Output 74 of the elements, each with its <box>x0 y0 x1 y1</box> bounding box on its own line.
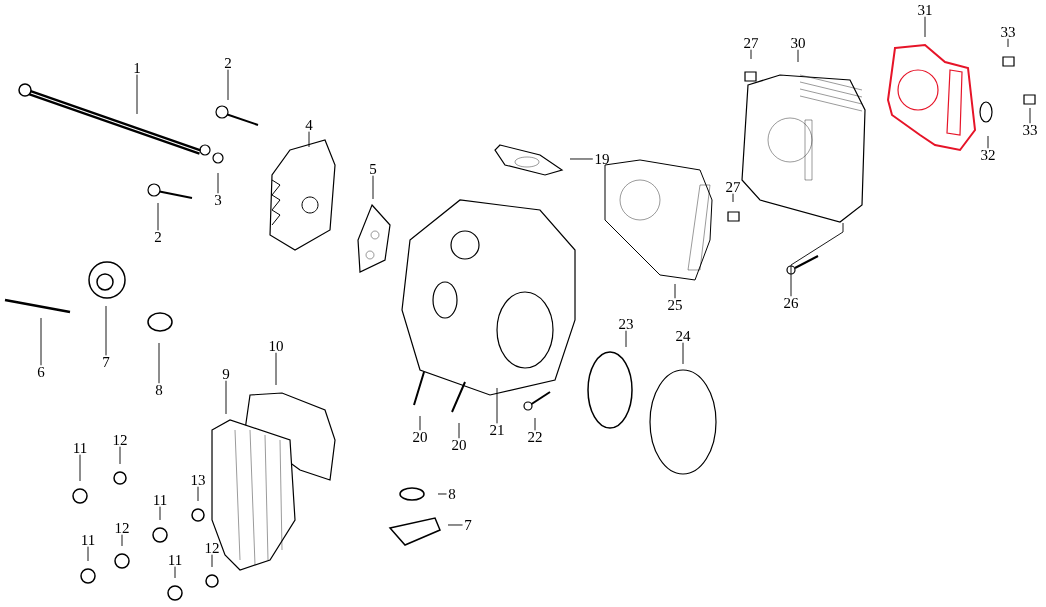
leader-line <box>447 524 463 526</box>
leader-line <box>1007 38 1009 48</box>
leader-line <box>682 342 684 365</box>
callout-number: 31 <box>918 4 932 16</box>
callout-number: 11 <box>74 443 87 453</box>
callout-number: 2 <box>224 58 231 68</box>
leader-line <box>750 49 752 60</box>
callout-number: 10 <box>269 340 283 352</box>
leader-line <box>121 534 123 547</box>
leader-line <box>105 305 107 356</box>
callout-number: 7 <box>465 520 472 530</box>
callout-number: 19 <box>595 153 609 165</box>
callout-number: 5 <box>370 164 377 174</box>
callout-number: 8 <box>155 384 163 396</box>
leader-line <box>732 193 734 203</box>
leader-line <box>159 506 161 521</box>
callout-number: 1 <box>134 63 140 73</box>
leader-line <box>174 566 176 579</box>
leader-line <box>534 417 536 431</box>
callout-number: 25 <box>668 299 682 311</box>
callout-number: 12 <box>113 435 127 445</box>
callout-number: 27 <box>744 38 759 48</box>
callout-number: 24 <box>676 331 691 341</box>
leader-line <box>79 454 81 482</box>
callout-number: 12 <box>205 543 219 553</box>
leader-line <box>419 415 421 431</box>
leader-line <box>197 486 199 502</box>
leader-line <box>158 342 160 384</box>
callout-number: 11 <box>169 555 182 565</box>
callout-number: 12 <box>115 523 129 533</box>
callout-number: 11 <box>82 535 95 545</box>
leader-line <box>225 380 227 415</box>
leader-line <box>40 317 42 366</box>
callout-number: 21 <box>490 425 504 435</box>
callout-number: 2 <box>154 232 161 242</box>
leader-line <box>437 493 447 495</box>
leader-line <box>308 131 310 148</box>
leader-line <box>569 158 594 160</box>
callout-number: 26 <box>784 297 799 309</box>
callout-number: 27 <box>726 182 741 192</box>
callout-number: 13 <box>191 474 205 486</box>
leader-line <box>119 446 121 465</box>
leader-line <box>496 387 498 424</box>
leader-line <box>625 330 627 348</box>
callout-number: 6 <box>37 366 45 378</box>
leader-line <box>136 74 138 115</box>
leader-line <box>674 283 676 299</box>
leader-line <box>790 222 844 297</box>
callout-number: 33 <box>1001 26 1015 38</box>
leader-line <box>987 135 989 149</box>
leader-line <box>924 16 926 38</box>
callout-number: 4 <box>305 120 313 130</box>
callout-number: 7 <box>103 357 110 367</box>
leader-line <box>227 69 229 101</box>
callout-number: 33 <box>1023 124 1037 136</box>
leader-line <box>217 172 219 194</box>
leader-line <box>372 175 374 200</box>
callout-number: 23 <box>619 318 633 330</box>
callout-number: 9 <box>222 368 230 380</box>
leader-line <box>211 554 213 568</box>
leader-line <box>458 422 460 439</box>
callout-number: 11 <box>154 495 167 505</box>
leader-line <box>275 352 277 386</box>
leader-line <box>797 49 799 63</box>
callout-number: 32 <box>981 149 995 161</box>
callout-number: 3 <box>215 194 222 206</box>
leader-line <box>1029 107 1031 124</box>
leader-line <box>157 202 159 231</box>
callout-number: 20 <box>452 439 466 451</box>
callout-number: 8 <box>448 488 456 500</box>
leader-line <box>87 546 89 562</box>
callout-number: 30 <box>791 37 805 49</box>
callout-number: 20 <box>413 431 427 443</box>
callout-number: 22 <box>528 432 542 442</box>
